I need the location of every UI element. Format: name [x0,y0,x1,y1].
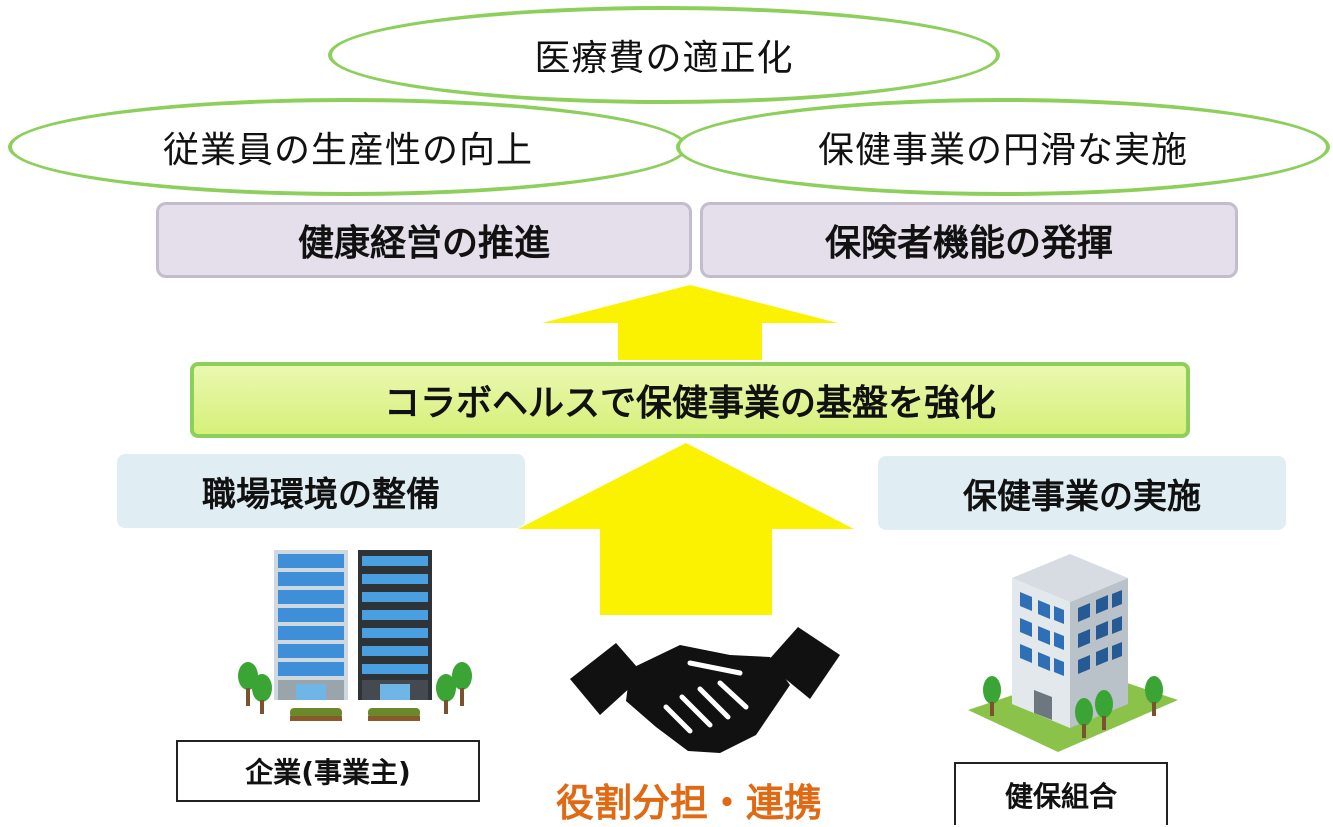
collaboration-label: 役割分担・連携 [556,781,823,825]
goal-ellipse-health-program: 保健事業の円滑な実施 [676,98,1330,196]
foundation-label: コラボヘルスで保健事業の基盤を強化 [383,383,996,424]
lower-arrow [518,443,854,615]
pillar-insurer-function-label: 保険者機能の発揮 [824,223,1113,264]
pillar-health-management: 健康経営の推進 [156,202,692,278]
goal-ellipse-productivity: 従業員の生産性の向上 [8,98,688,196]
pillar-insurer-function: 保険者機能の発揮 [700,202,1238,278]
goal-productivity-label: 従業員の生産性の向上 [162,130,533,171]
goal-ellipse-medical-cost: 医療費の適正化 [328,6,1000,104]
action-workplace-environment: 職場環境の整備 [117,454,525,528]
upper-arrow [542,285,838,360]
handshake-icon [570,627,840,753]
employer-label: 企業(事業主) [245,756,411,789]
pillar-health-management-label: 健康経営の推進 [297,223,550,264]
action-workplace-environment-label: 職場環境の整備 [202,474,440,515]
employer-label-box: 企業(事業主) [176,740,480,802]
insurer-building-icon [968,554,1178,752]
insurer-label-box: 健保組合 [954,762,1168,825]
goal-medical-cost-label: 医療費の適正化 [534,38,794,79]
goal-health-program-label: 保健事業の円滑な実施 [817,130,1188,171]
action-health-program: 保健事業の実施 [878,456,1286,530]
company-buildings-icon [238,550,472,721]
action-health-program-label: 保健事業の実施 [963,476,1201,517]
insurer-label: 健保組合 [1004,779,1117,813]
foundation-bar: コラボヘルスで保健事業の基盤を強化 [190,362,1190,438]
